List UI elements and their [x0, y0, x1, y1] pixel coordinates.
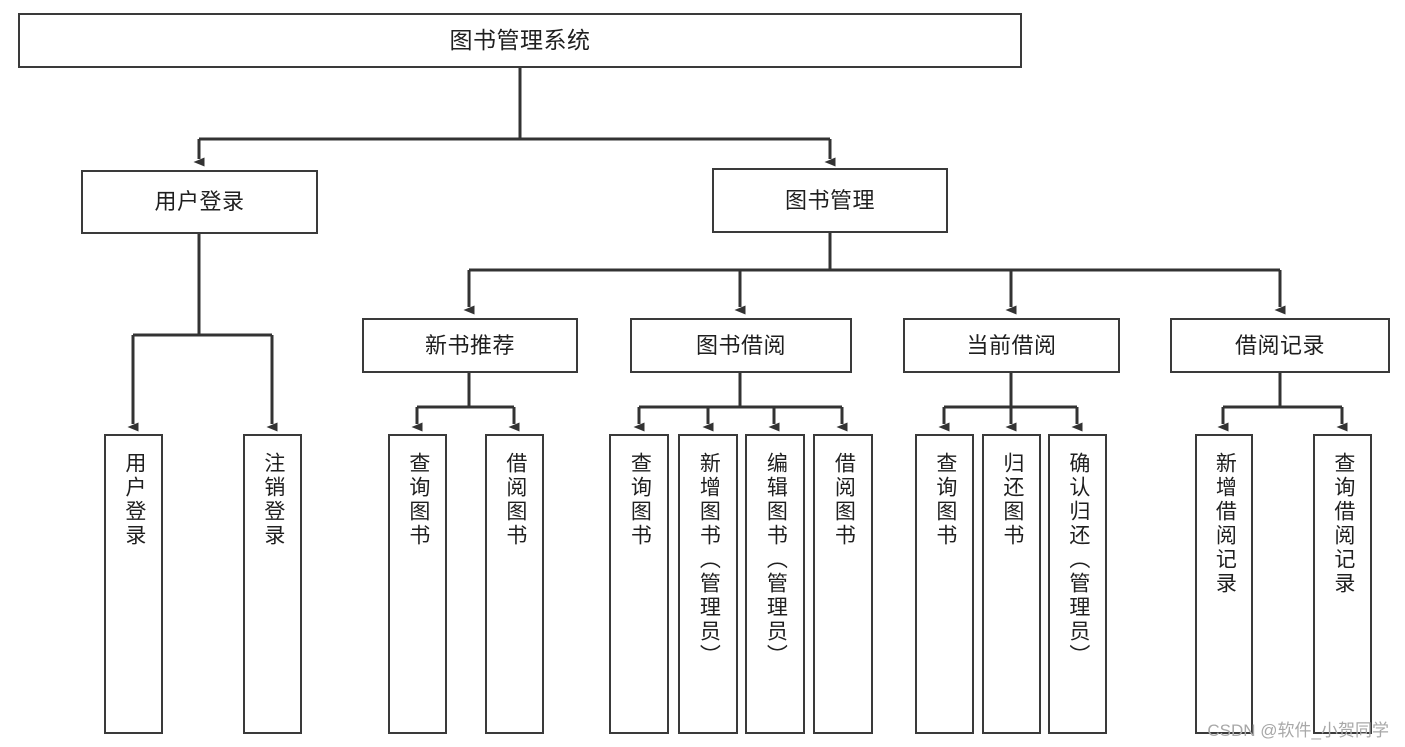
node-label: 新增图书（管理员） [697, 452, 721, 668]
node-label: 新增借阅记录 [1213, 452, 1237, 596]
node-label: 借阅图书 [503, 452, 527, 548]
node-label: 查询借阅记录 [1331, 452, 1355, 596]
node-label: 查询图书 [933, 452, 957, 548]
node-book-management[interactable]: 图书管理 [712, 168, 948, 233]
watermark: CSDN @软件_小贺同学 [1207, 721, 1389, 740]
leaf-add-book-admin[interactable]: 新增图书（管理员） [678, 434, 738, 734]
node-label: 用户登录 [122, 452, 146, 548]
leaf-query-book-current[interactable]: 查询图书 [915, 434, 974, 734]
leaf-borrow-book-new[interactable]: 借阅图书 [485, 434, 544, 734]
node-label: 用户登录 [154, 189, 245, 215]
node-label: 图书管理系统 [449, 27, 591, 54]
leaf-confirm-return-admin[interactable]: 确认归还（管理员） [1048, 434, 1107, 734]
node-new-book-recommend[interactable]: 新书推荐 [362, 318, 578, 373]
node-label: 图书借阅 [695, 332, 786, 358]
leaf-logout[interactable]: 注销登录 [243, 434, 302, 734]
node-book-borrow[interactable]: 图书借阅 [630, 318, 852, 373]
leaf-user-login[interactable]: 用户登录 [104, 434, 163, 734]
node-user-login[interactable]: 用户登录 [81, 170, 318, 234]
leaf-add-borrow-record[interactable]: 新增借阅记录 [1195, 434, 1253, 734]
node-label: 借阅图书 [832, 452, 856, 548]
node-label: 图书管理 [784, 187, 875, 213]
leaf-query-book-borrow[interactable]: 查询图书 [609, 434, 669, 734]
leaf-edit-book-admin[interactable]: 编辑图书（管理员） [745, 434, 805, 734]
node-label: 新书推荐 [424, 332, 515, 358]
node-borrow-record[interactable]: 借阅记录 [1170, 318, 1390, 373]
node-label: 借阅记录 [1234, 332, 1325, 358]
node-label: 查询图书 [628, 452, 652, 548]
leaf-borrow-book[interactable]: 借阅图书 [813, 434, 873, 734]
node-label: 查询图书 [406, 452, 430, 548]
leaf-return-book[interactable]: 归还图书 [982, 434, 1041, 734]
node-label: 确认归还（管理员） [1066, 452, 1090, 668]
leaf-query-book-new[interactable]: 查询图书 [388, 434, 447, 734]
node-label: 归还图书 [1000, 452, 1024, 548]
node-current-borrow[interactable]: 当前借阅 [903, 318, 1120, 373]
node-root-system[interactable]: 图书管理系统 [18, 13, 1022, 68]
node-label: 当前借阅 [966, 332, 1057, 358]
node-label: 编辑图书（管理员） [764, 452, 788, 668]
leaf-query-borrow-record[interactable]: 查询借阅记录 [1313, 434, 1372, 734]
node-label: 注销登录 [261, 452, 285, 548]
